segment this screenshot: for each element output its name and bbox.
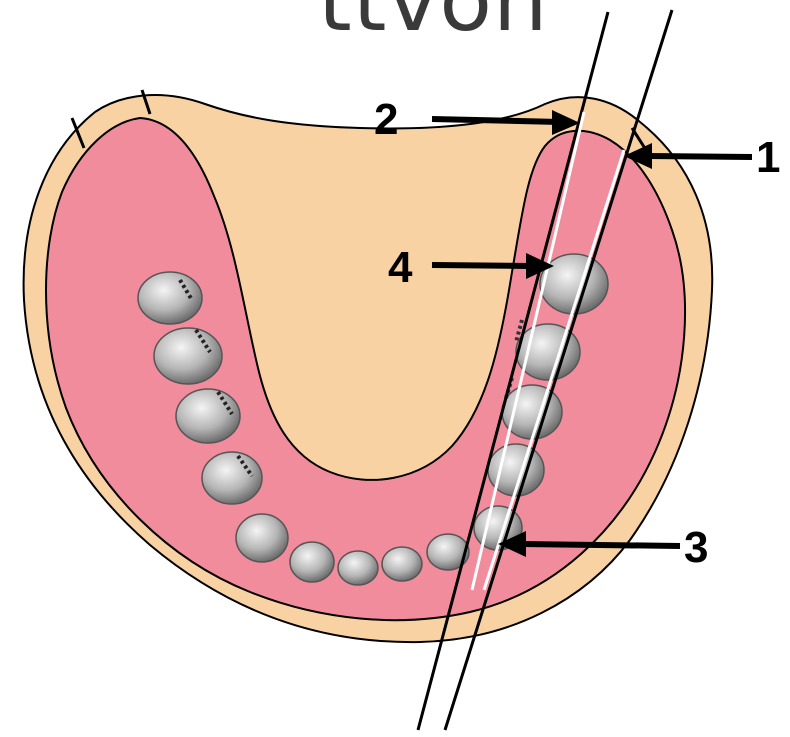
arrow-icon <box>432 265 530 266</box>
callout-label-3: 3 <box>684 523 708 572</box>
molar-tooth-icon <box>202 452 262 504</box>
arrow-icon <box>522 544 680 546</box>
premolar-tooth-icon <box>290 542 334 582</box>
molar-tooth-icon <box>502 385 562 439</box>
molar-tooth-icon <box>236 514 288 562</box>
molar-tooth-icon <box>138 272 202 324</box>
molar-tooth-icon <box>154 328 222 384</box>
callout-label-4: 4 <box>388 243 413 292</box>
incisor-tooth-icon <box>338 551 378 585</box>
callout-label-1: 1 <box>756 133 780 182</box>
callout-label-2: 2 <box>374 95 398 144</box>
arrow-icon <box>648 156 752 157</box>
molar-tooth-icon <box>176 389 240 443</box>
arrow-icon <box>432 119 560 122</box>
incisor-tooth-icon <box>382 547 422 581</box>
